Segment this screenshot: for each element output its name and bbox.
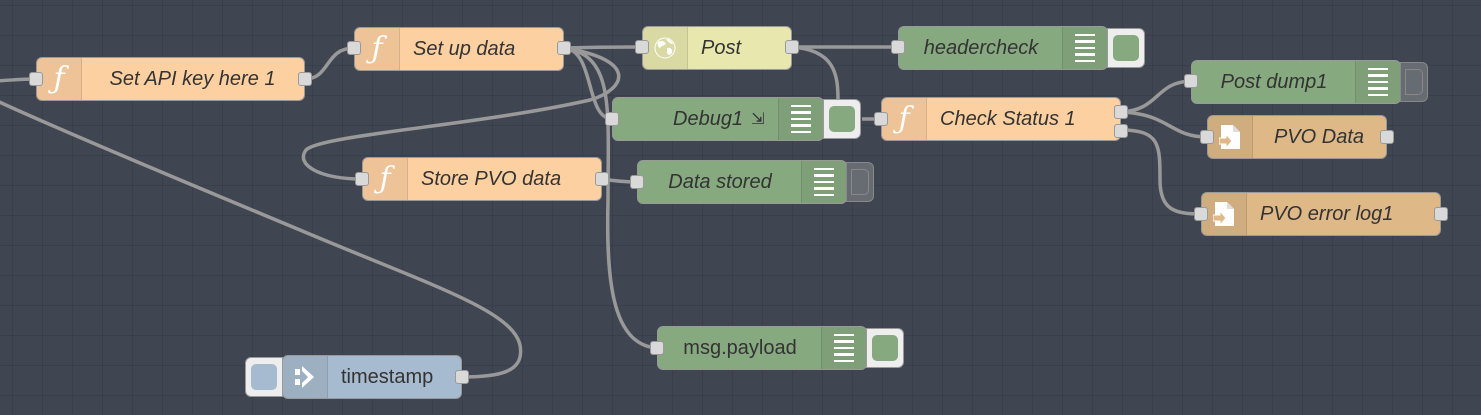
node-msg-payload[interactable]: msg.payload [657,326,867,370]
node-label: timestamp [341,365,434,388]
file-icon [1202,193,1247,235]
inject-button[interactable] [245,357,283,397]
input-port[interactable] [29,72,43,86]
function-icon: ƒ [882,98,927,140]
input-port[interactable] [605,112,619,126]
debug-toggle-button[interactable] [823,99,861,139]
globe-icon [643,27,688,69]
node-set-up-data[interactable]: ƒ Set up data [354,27,564,71]
wire-check-status-to-pvo-error-log[interactable] [1120,128,1202,216]
node-set-api-key[interactable]: ƒ Set API key here 1 [36,57,305,101]
output-port[interactable] [1380,130,1394,144]
input-port[interactable] [1194,207,1208,221]
function-icon: ƒ [363,158,408,200]
node-pvo-error-log[interactable]: PVO error log1 [1201,192,1441,236]
output-port-1[interactable] [1114,105,1128,119]
wire-check-status-to-pvo-data[interactable] [1120,110,1208,139]
wire-check-status-to-post-dump[interactable] [1120,79,1192,114]
input-port[interactable] [355,172,369,186]
output-port[interactable] [455,370,469,384]
input-port[interactable] [1200,130,1214,144]
input-port[interactable] [650,341,664,355]
node-label: Debug1 ⇲ [673,98,764,140]
node-label: PVO Data [1273,125,1365,148]
node-label: Set API key here 1 [109,67,276,90]
input-port[interactable] [347,41,361,55]
file-icon [1208,116,1253,158]
input-port[interactable] [874,112,888,126]
node-label: Check Status 1 [940,107,1076,130]
debug-list-icon [821,327,866,369]
node-label: Store PVO data [421,167,562,190]
debug-toggle-button[interactable] [1107,28,1145,68]
input-port[interactable] [630,175,644,189]
node-check-status[interactable]: ƒ Check Status 1 [881,97,1121,141]
node-store-pvo[interactable]: ƒ Store PVO data [362,157,602,201]
node-label: Post [701,36,742,59]
node-label: Post dump1 [1220,70,1328,93]
wire-post-to-check-status[interactable] [791,45,840,101]
debug-list-icon [801,161,846,203]
status-icon: ⇲ [751,111,765,128]
function-icon: ƒ [355,28,400,70]
debug-list-icon [778,98,823,140]
debug-list-icon [1062,27,1107,69]
node-label: PVO error log1 [1260,202,1394,225]
debug-toggle-button[interactable] [1400,62,1428,102]
wire-set-up-data-to-debug1[interactable] [563,46,613,121]
output-port[interactable] [557,41,571,55]
node-label: Data stored [668,170,772,193]
output-port[interactable] [785,40,799,54]
input-port[interactable] [1184,74,1198,88]
node-timestamp[interactable]: timestamp [282,355,462,399]
output-port-2[interactable] [1114,124,1128,138]
input-port[interactable] [891,40,905,54]
debug-list-icon [1355,61,1400,103]
node-label: msg.payload [683,336,797,359]
node-data-stored[interactable]: Data stored [637,160,847,204]
output-port[interactable] [298,72,312,86]
inject-arrow-icon [283,356,328,398]
node-debug1[interactable]: Debug1 ⇲ [612,97,824,141]
node-post-dump[interactable]: Post dump1 [1191,60,1401,104]
node-headercheck[interactable]: headercheck [898,26,1108,70]
output-port[interactable] [1434,207,1448,221]
wire-set-up-data-to-post[interactable] [563,45,643,50]
node-pvo-data[interactable]: PVO Data [1207,115,1387,159]
debug-toggle-button[interactable] [846,162,874,202]
wire-timestamp-out[interactable] [0,100,523,379]
output-port[interactable] [595,172,609,186]
function-icon: ƒ [37,58,82,100]
node-label: Set up data [413,37,516,60]
node-label: headercheck [923,36,1039,59]
node-label-text: Debug1 [673,107,744,130]
debug-toggle-button[interactable] [866,328,904,368]
input-port[interactable] [635,40,649,54]
node-post[interactable]: Post [642,26,792,70]
